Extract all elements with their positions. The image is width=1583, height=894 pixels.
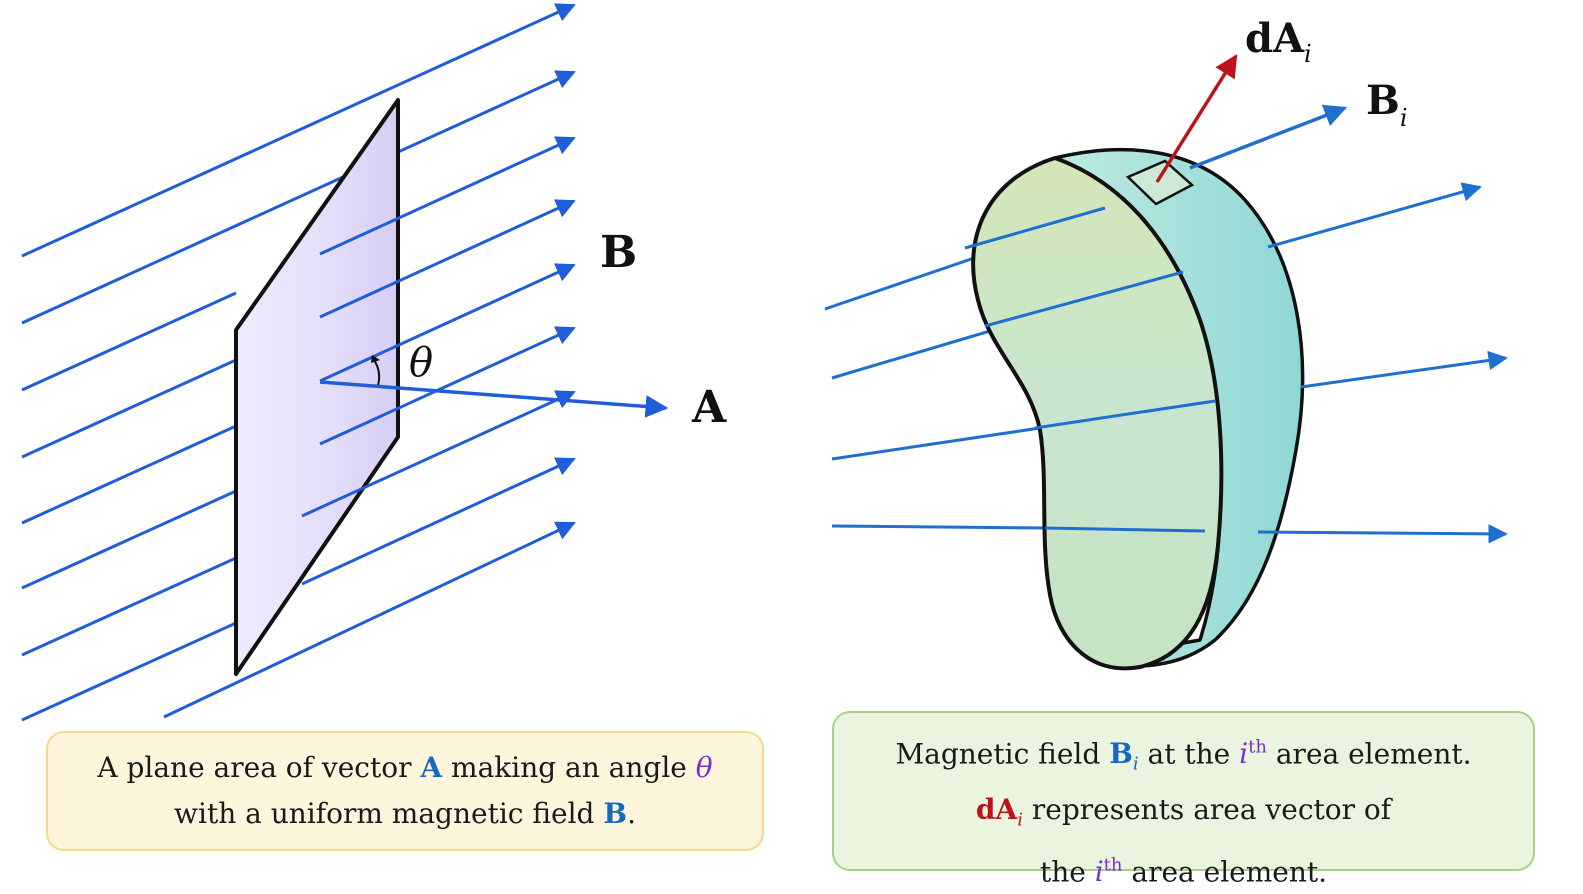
- outgoing-line-3: [1257, 524, 1508, 544]
- field-line-2: [21, 70, 576, 325]
- field-line-4-tail: [21, 358, 237, 459]
- surface-line-1: [964, 206, 1106, 250]
- plane-area: [234, 98, 400, 676]
- left-figure: B A θ: [21, 3, 727, 722]
- surface-line-2: [984, 270, 1184, 328]
- field-line-3-tail: [21, 291, 237, 392]
- surface-line-3: [1034, 399, 1216, 430]
- outgoing-line-2: [1300, 350, 1508, 389]
- field-line-5-tail: [21, 424, 237, 525]
- field-line-4: [319, 199, 576, 319]
- caption-right: Magnetic field Bi at the ith area elemen…: [832, 711, 1535, 888]
- caption-left-text-1: A plane area of vector: [97, 751, 412, 784]
- caption-left-symbol-b: B: [603, 797, 628, 830]
- outgoing-line-1: [1267, 182, 1482, 249]
- field-vector-bi: [1189, 104, 1348, 170]
- caption-right-ith-2: ith: [1094, 854, 1123, 888]
- caption-right-text-2: at the: [1147, 737, 1231, 771]
- field-line-6-tail: [21, 489, 237, 590]
- caption-left-period: .: [627, 797, 636, 830]
- caption-right-text-5: the: [1039, 854, 1086, 888]
- area-element-label: dAi: [1245, 15, 1312, 68]
- caption-right-text-4: represents area vector of: [1031, 792, 1392, 826]
- area-vector-arrow: [319, 380, 669, 418]
- field-line-1: [21, 3, 576, 258]
- field-line-8-tail: [21, 621, 237, 722]
- field-lines-front: [163, 136, 576, 719]
- caption-left: A plane area of vector A making an angle…: [46, 731, 764, 851]
- field-label-b: B: [600, 227, 637, 278]
- caption-right-line-3: the ith area element.: [834, 843, 1533, 894]
- incoming-line-1: [824, 254, 981, 311]
- angle-label-theta: θ: [409, 340, 433, 386]
- right-figure: dAi Bi: [824, 15, 1508, 671]
- field-line-9: [163, 521, 576, 719]
- field-lines-behind: [21, 3, 576, 722]
- caption-left-symbol-theta: θ: [695, 751, 713, 784]
- caption-right-text-3: area element.: [1275, 737, 1472, 771]
- caption-right-line-2: dAi represents area vector of: [834, 787, 1533, 843]
- caption-right-text-1: Magnetic field: [895, 737, 1101, 771]
- caption-right-ith: ith: [1239, 737, 1267, 771]
- field-line-7-tail: [21, 556, 237, 657]
- area-label-a: A: [691, 382, 727, 433]
- caption-left-line-2: with a uniform magnetic field B.: [48, 791, 762, 837]
- surface-front: [971, 156, 1224, 671]
- caption-left-line-1: A plane area of vector A making an angle…: [48, 745, 762, 791]
- incoming-line-2: [831, 326, 1001, 380]
- field-line-3: [319, 136, 576, 256]
- caption-right-symbol-b: Bi: [1109, 737, 1139, 775]
- incoming-field-lines: [824, 254, 1051, 530]
- field-line-8: [301, 457, 576, 586]
- field-label-bi: Bi: [1366, 77, 1408, 132]
- caption-left-symbol-a: A: [420, 751, 443, 784]
- area-vector-dai: [1155, 54, 1238, 183]
- angle-arc-tip: [371, 355, 380, 363]
- caption-left-text-3: with a uniform magnetic field: [174, 797, 595, 830]
- incoming-line-3: [831, 426, 1041, 461]
- caption-left-text-2: making an angle: [451, 751, 687, 784]
- field-line-6: [319, 326, 576, 446]
- field-lines-right: [964, 182, 1508, 544]
- surface-line-4: [1044, 526, 1206, 533]
- caption-right-symbol-da: dAi: [975, 792, 1023, 831]
- area-element: [1125, 159, 1195, 206]
- incoming-line-4: [831, 524, 1051, 530]
- field-line-7: [301, 390, 576, 518]
- field-line-5: [319, 263, 576, 383]
- caption-right-line-1: Magnetic field Bi at the ith area elemen…: [834, 725, 1533, 787]
- caption-right-text-6: area element.: [1131, 854, 1328, 888]
